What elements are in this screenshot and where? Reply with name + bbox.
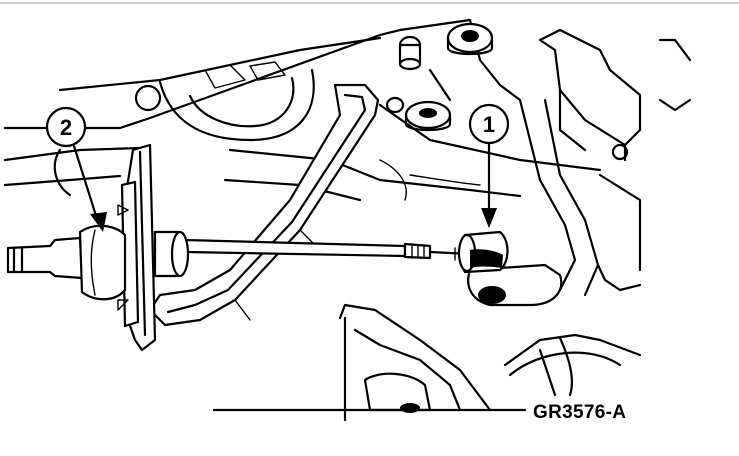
callout-2-label: 2: [60, 115, 72, 140]
master-cylinder: [6, 143, 190, 352]
bolt-studs: [385, 22, 494, 132]
figure-code: GR3576-A: [533, 402, 626, 423]
lower-housing: [212, 303, 642, 422]
mounting-bracket: [148, 83, 380, 327]
right-bracket: [518, 28, 692, 302]
clutch-line: [183, 238, 472, 261]
callout-2: 2: [45, 106, 107, 232]
firewall-panel: [3, 18, 602, 202]
bushing-component: [457, 230, 509, 274]
callout-1: 1: [468, 103, 510, 228]
callout-1-label: 1: [483, 112, 495, 137]
bracket-foot: [467, 263, 563, 307]
